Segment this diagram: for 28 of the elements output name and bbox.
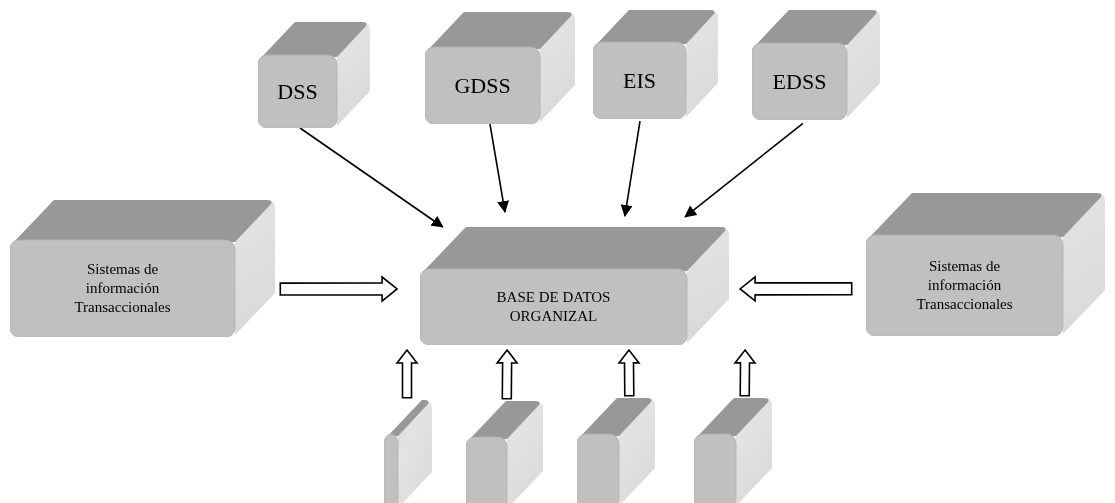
hollow-arrow xyxy=(733,348,757,397)
node-label: Sistemas de información Transaccionales xyxy=(915,257,1014,314)
cube-node xyxy=(752,10,880,120)
cube-node xyxy=(10,200,275,337)
empty-cube xyxy=(694,398,772,503)
cube-node xyxy=(425,12,575,124)
cube-node xyxy=(593,10,718,119)
arrow xyxy=(620,120,641,217)
node-label: EDSS xyxy=(772,67,827,96)
hollow-arrow xyxy=(617,348,641,397)
arrow xyxy=(684,122,804,218)
empty-cube xyxy=(466,401,543,503)
hollow-arrow xyxy=(395,348,419,399)
node-label: BASE DE DATOS ORGANIZAL xyxy=(495,288,612,326)
hollow-arrow xyxy=(495,348,519,400)
empty-cube xyxy=(577,398,655,503)
node-label: DSS xyxy=(277,77,318,106)
hollow-arrow xyxy=(738,275,853,303)
cube-node xyxy=(866,193,1105,336)
node-label: GDSS xyxy=(454,71,511,100)
node-label: Sistemas de información Transaccionales xyxy=(73,260,172,317)
cube-node xyxy=(420,227,729,345)
empty-cube xyxy=(384,400,432,503)
node-label: EIS xyxy=(623,66,656,95)
arrow xyxy=(299,127,444,228)
arrow xyxy=(489,123,510,213)
cube-node xyxy=(258,22,370,128)
hollow-arrow xyxy=(279,275,399,303)
